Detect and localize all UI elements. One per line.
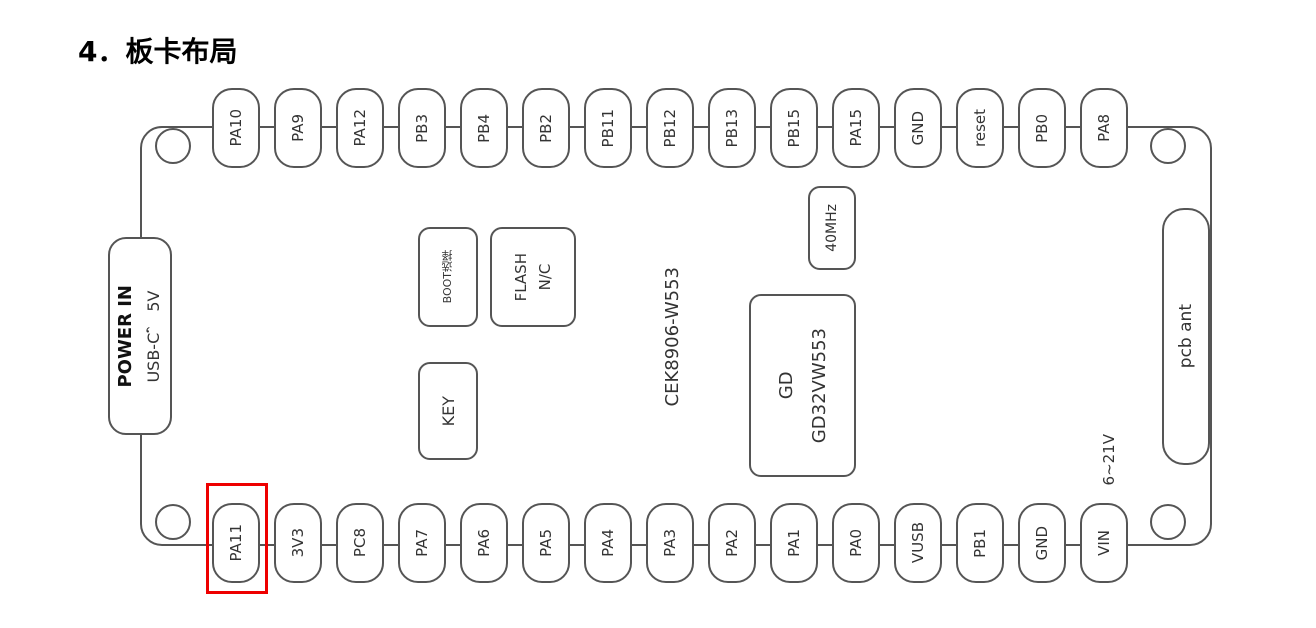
- pin-pa1: PA1: [770, 503, 818, 583]
- crystal-40mhz: 40MHz: [808, 186, 856, 270]
- pin-label: PA15: [847, 109, 865, 147]
- highlight-box: [206, 483, 268, 594]
- mounting-hole: [1150, 504, 1186, 540]
- pin-pb3: PB3: [398, 88, 446, 168]
- pin-pa6: PA6: [460, 503, 508, 583]
- pin-label: PB12: [661, 108, 679, 148]
- chip-vendor: GD: [775, 371, 797, 400]
- pin-label: VUSB: [909, 522, 927, 564]
- pin-vin: VIN: [1080, 503, 1128, 583]
- pin-label: 3V3: [289, 528, 307, 558]
- pin-3v3: 3V3: [274, 503, 322, 583]
- mounting-hole: [1150, 128, 1186, 164]
- power-sub: USB-C， 5V: [143, 290, 163, 382]
- pin-label: PB4: [475, 113, 493, 143]
- pin-label: PA7: [413, 529, 431, 557]
- power-in-connector: POWER IN USB-C， 5V: [108, 237, 172, 435]
- pin-pa7: PA7: [398, 503, 446, 583]
- pin-pb11: PB11: [584, 88, 632, 168]
- pin-label: VIN: [1095, 530, 1113, 556]
- pcb-antenna: pcb ant: [1162, 208, 1210, 465]
- pin-label: PC8: [351, 528, 369, 558]
- vin-range: 6~21V: [1100, 434, 1118, 486]
- flash-chip: FLASH N/C: [490, 227, 576, 327]
- pin-gnd: GND: [1018, 503, 1066, 583]
- pin-pa5: PA5: [522, 503, 570, 583]
- mounting-hole: [155, 128, 191, 164]
- pin-pa10: PA10: [212, 88, 260, 168]
- board-name: CEK8906-W553: [662, 267, 683, 407]
- pin-label: PB1: [971, 528, 989, 558]
- pin-label: PA6: [475, 529, 493, 557]
- flash-status: N/C: [536, 263, 554, 291]
- pin-gnd: GND: [894, 88, 942, 168]
- pin-pa9: PA9: [274, 88, 322, 168]
- main-chip: GD GD32VW553: [749, 294, 856, 477]
- crystal-label: 40MHz: [824, 204, 840, 252]
- pin-label: PA3: [661, 529, 679, 557]
- pin-label: PB0: [1033, 113, 1051, 143]
- pin-pb15: PB15: [770, 88, 818, 168]
- mounting-hole: [155, 504, 191, 540]
- pin-label: PB2: [537, 113, 555, 143]
- pin-pb13: PB13: [708, 88, 756, 168]
- pin-label: reset: [971, 109, 989, 147]
- pin-label: PA0: [847, 529, 865, 557]
- pin-pa15: PA15: [832, 88, 880, 168]
- pin-label: GND: [909, 110, 927, 146]
- pin-label: PA5: [537, 529, 555, 557]
- chip-model: GD32VW553: [808, 327, 830, 444]
- section-title: 4．板卡布局: [78, 35, 238, 68]
- pin-label: GND: [1033, 525, 1051, 561]
- pin-label: PA1: [785, 529, 803, 557]
- pin-pa4: PA4: [584, 503, 632, 583]
- boot-label: BOOT选择: [441, 250, 454, 304]
- pin-pa2: PA2: [708, 503, 756, 583]
- pin-label: PB3: [413, 113, 431, 143]
- boot-switch: BOOT选择: [418, 227, 478, 327]
- key-label: KEY: [438, 395, 458, 427]
- pin-vusb: VUSB: [894, 503, 942, 583]
- pin-label: PA9: [289, 114, 307, 142]
- pin-pb4: PB4: [460, 88, 508, 168]
- power-title: POWER IN: [114, 284, 136, 388]
- pin-label: PA10: [227, 109, 245, 147]
- pin-label: PA4: [599, 529, 617, 557]
- pin-label: PA2: [723, 529, 741, 557]
- pin-reset: reset: [956, 88, 1004, 168]
- pin-pb2: PB2: [522, 88, 570, 168]
- pin-pa3: PA3: [646, 503, 694, 583]
- pin-pb12: PB12: [646, 88, 694, 168]
- pin-pb0: PB0: [1018, 88, 1066, 168]
- pin-pa11: PA11: [212, 503, 260, 583]
- pin-label: PA8: [1095, 114, 1113, 142]
- pin-label: PB15: [785, 108, 803, 148]
- pin-label: PB13: [723, 108, 741, 148]
- pin-pa8: PA8: [1080, 88, 1128, 168]
- pin-label: PA12: [351, 109, 369, 147]
- key-button: KEY: [418, 362, 478, 460]
- pin-pb1: PB1: [956, 503, 1004, 583]
- antenna-label: pcb ant: [1176, 304, 1196, 369]
- pin-pa12: PA12: [336, 88, 384, 168]
- flash-label: FLASH: [512, 252, 530, 302]
- pin-pc8: PC8: [336, 503, 384, 583]
- pin-pa0: PA0: [832, 503, 880, 583]
- pin-label: PB11: [599, 108, 617, 148]
